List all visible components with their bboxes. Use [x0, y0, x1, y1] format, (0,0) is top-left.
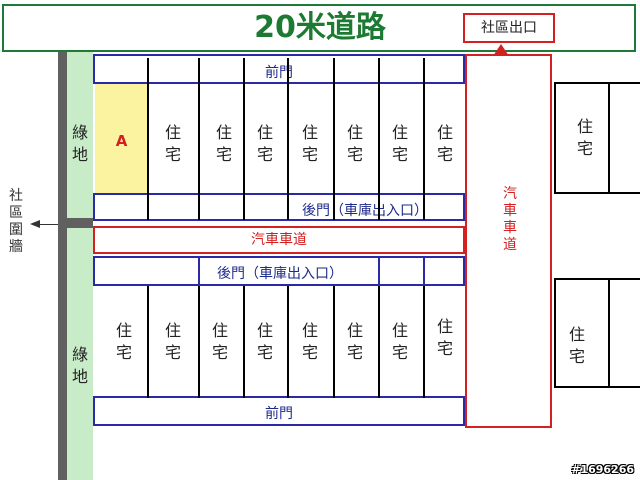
right-building-divider: [608, 278, 610, 388]
bottom-house: 住 宅: [256, 321, 273, 362]
top-lot-divider: [333, 58, 335, 220]
green-belt-top-label: 綠 地: [71, 123, 88, 164]
car-lane-horizontal: 汽車車道: [93, 226, 465, 254]
right-building-divider: [608, 82, 610, 194]
bottom-front-door-band: [93, 396, 465, 426]
bottom-house: 住 宅: [391, 321, 408, 362]
top-house: 住 宅: [215, 123, 232, 164]
top-house: 住 宅: [301, 123, 318, 164]
top-lot-divider: [287, 58, 289, 220]
top-house: 住 宅: [164, 123, 181, 164]
bottom-lot-divider: [243, 286, 245, 398]
lot-a-label: A: [115, 132, 128, 150]
community-wall-gap: [67, 218, 93, 228]
wall-arrow-line: [40, 224, 58, 225]
right-building-bottom: [554, 278, 640, 388]
bottom-lot-divider: [147, 286, 149, 398]
community-wall-label: 社 區 圍 牆: [9, 188, 23, 255]
bottom-house: 住 宅: [164, 321, 181, 362]
bottom-lot-divider: [198, 256, 200, 286]
bottom-back-door-label: 後門（車庫出入口）: [217, 266, 343, 282]
road-title: 20米道路: [254, 10, 386, 45]
community-exit-label: 社區出口: [463, 13, 555, 43]
top-front-door-label: 前門: [265, 65, 293, 81]
wall-arrow-left-icon: [30, 220, 40, 228]
top-lot-divider: [147, 58, 149, 220]
bottom-house: 住 宅: [436, 317, 453, 358]
bottom-lot-divider: [198, 286, 200, 398]
bottom-lot-divider: [287, 286, 289, 398]
top-lot-divider: [243, 58, 245, 220]
right-building-top: [554, 82, 640, 194]
green-belt-bottom-label: 綠 地: [71, 345, 88, 386]
top-house: 住 宅: [436, 123, 453, 164]
exit-arrow-up-icon: [493, 44, 509, 56]
bottom-house: 住 宅: [115, 321, 132, 362]
green-belt-top: [67, 52, 93, 218]
car-lane-vertical-label: 汽 車 車 道: [503, 186, 517, 253]
bottom-lot-divider: [378, 256, 380, 286]
community-wall: [58, 52, 67, 480]
top-lot-divider: [378, 58, 380, 220]
car-lane-vertical: [465, 54, 552, 428]
bottom-house: 住 宅: [301, 321, 318, 362]
bottom-back-door-band: [93, 256, 465, 286]
bottom-house: 住 宅: [211, 321, 228, 362]
right-house: 住 宅: [576, 117, 593, 158]
bottom-lot-divider: [378, 286, 380, 398]
right-house: 住 宅: [568, 325, 585, 366]
bottom-lot-divider: [333, 286, 335, 398]
watermark: #1696266: [571, 463, 634, 476]
top-house: 住 宅: [256, 123, 273, 164]
top-lot-divider: [198, 58, 200, 220]
bottom-lot-divider: [423, 256, 425, 286]
top-house: 住 宅: [391, 123, 408, 164]
green-belt-bottom: [67, 228, 93, 480]
top-back-door-band: [93, 193, 465, 221]
top-house: 住 宅: [346, 123, 363, 164]
bottom-front-door-label: 前門: [265, 406, 293, 422]
bottom-lot-divider: [423, 286, 425, 398]
top-front-door-band: [93, 54, 465, 84]
bottom-house: 住 宅: [346, 321, 363, 362]
top-lot-divider: [423, 58, 425, 220]
